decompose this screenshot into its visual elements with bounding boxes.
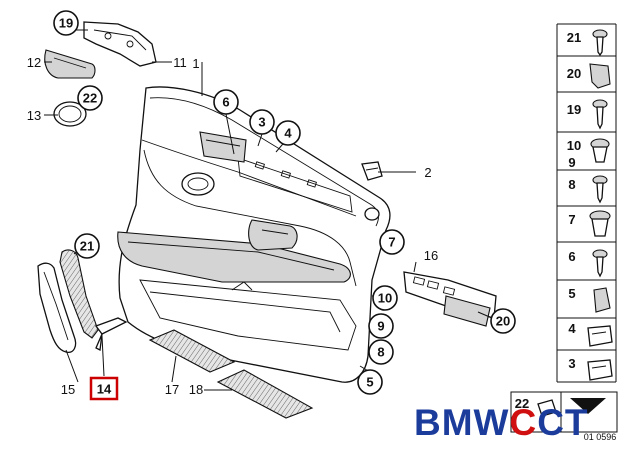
screw-icon-21 (592, 29, 608, 57)
arrow-icon (570, 398, 606, 414)
label-18: 18 (189, 382, 203, 397)
callout-22-top: 22 (77, 85, 103, 111)
part-18-trim-strip (216, 369, 314, 419)
part-14-handle-frame (59, 249, 128, 351)
label-12: 12 (27, 55, 41, 70)
label-14: 14 (97, 382, 112, 397)
callout-8-label: 8 (377, 345, 384, 360)
screw-icon-19 (592, 99, 608, 130)
watermark: BMWCCT (414, 404, 589, 441)
part-16-switch-block (403, 271, 497, 327)
clip-icon-5 (593, 287, 611, 313)
sidebar-label-9: 9 (568, 155, 575, 170)
door-trim-panel (117, 86, 391, 383)
box-label-22: 22 (515, 396, 529, 411)
watermark-part-3: CT (537, 402, 589, 443)
label-15: 15 (61, 382, 75, 397)
callout-4-label: 4 (284, 126, 292, 141)
watermark-part-1: BMW (414, 402, 510, 443)
part-17-trim-strip (148, 329, 236, 373)
part-19-bracket (83, 21, 157, 67)
highlight-part-14: 14 (89, 376, 119, 401)
sidebar-label-7: 7 (568, 212, 575, 227)
watermark-part-2: C (509, 402, 538, 443)
callout-5-label: 5 (366, 375, 373, 390)
callout-8: 8 (368, 339, 394, 365)
callout-20-label: 20 (496, 314, 510, 329)
part-15-grab-handle (37, 262, 77, 353)
callout-9-label: 9 (377, 319, 384, 334)
screw-icon-8 (592, 175, 608, 204)
callout-19: 19 (53, 10, 79, 36)
callout-21: 21 (74, 233, 100, 259)
sidebar-label-19: 19 (567, 102, 581, 117)
plain-labels: 1 2 11 12 13 16 15 17 18 (27, 55, 438, 397)
bottom-right-box: 22 01 0596 (510, 391, 618, 442)
sidebar-label-20: 20 (567, 66, 581, 81)
callout-19-label: 19 (59, 16, 73, 31)
clip-icon-10-9 (590, 138, 610, 163)
part-2-clip (361, 161, 383, 181)
callout-21-label: 21 (80, 239, 94, 254)
fastener-sidebar: 21 20 19 10 9 8 7 6 5 4 3 (556, 23, 617, 383)
callout-10: 10 (372, 285, 398, 311)
clip-icon-3 (587, 359, 613, 381)
clip-icon-4 (587, 325, 613, 347)
sidebar-label-5: 5 (568, 286, 575, 301)
label-16: 16 (424, 248, 438, 263)
callout-6-label: 6 (222, 95, 229, 110)
callout-3: 3 (249, 109, 275, 135)
sidebar-label-21: 21 (567, 30, 581, 45)
sidebar-label-10: 10 (567, 138, 581, 153)
label-2: 2 (424, 165, 431, 180)
leader-lines (44, 29, 493, 391)
callout-4: 4 (275, 120, 301, 146)
callout-3-label: 3 (258, 115, 265, 130)
sidebar-label-6: 6 (568, 249, 575, 264)
callout-20: 20 (490, 308, 516, 334)
sidebar-label-8: 8 (568, 177, 575, 192)
callout-22-label: 22 (83, 91, 97, 106)
label-11: 11 (173, 55, 187, 70)
part-13-22-speaker-cover (53, 101, 87, 127)
sidebar-label-4: 4 (568, 321, 576, 336)
callout-5: 5 (357, 369, 383, 395)
sidebar-label-3: 3 (568, 356, 575, 371)
reference-code: 01 0596 (584, 432, 617, 442)
callout-9: 9 (368, 313, 394, 339)
label-13: 13 (27, 108, 41, 123)
part-12-handle-insert (44, 49, 96, 79)
callouts: 19 22 6 3 4 7 10 9 (53, 10, 516, 395)
clip-icon-7 (589, 210, 611, 237)
callout-6: 6 (213, 89, 239, 115)
callout-7-label: 7 (388, 235, 395, 250)
screw-icon-6 (592, 249, 608, 278)
label-1: 1 (192, 56, 199, 71)
callout-7: 7 (379, 229, 405, 255)
label-17: 17 (165, 382, 179, 397)
bracket-icon-20 (589, 63, 611, 89)
callout-10-label: 10 (378, 291, 392, 306)
